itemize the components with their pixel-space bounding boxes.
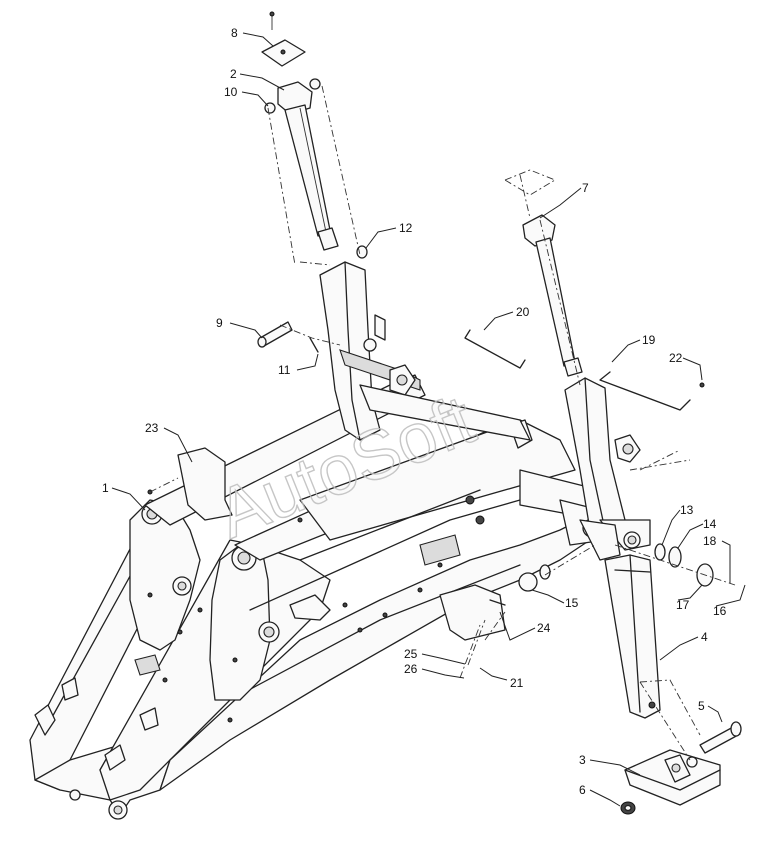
handle-19 — [599, 371, 691, 411]
callout-16: 16 — [713, 604, 727, 618]
lower-leg-tube — [604, 554, 661, 719]
callout-4: 4 — [701, 630, 708, 644]
left-upright-post — [319, 261, 533, 449]
callout-12: 12 — [399, 221, 413, 235]
bolt-22 — [699, 382, 705, 388]
callout-13: 13 — [680, 503, 694, 517]
plate-23 — [147, 447, 233, 521]
leader-lines — [111, 32, 746, 807]
callout-9: 9 — [216, 316, 223, 330]
gas-strut-2 — [264, 78, 339, 251]
callout-8: 8 — [231, 26, 238, 40]
callout-19: 19 — [642, 333, 656, 347]
callout-15: 15 — [565, 596, 579, 610]
callout-6: 6 — [579, 783, 586, 797]
callout-24: 24 — [537, 621, 551, 635]
callout-10: 10 — [224, 85, 238, 99]
cover-plate-24 — [439, 584, 506, 641]
pin-5 — [699, 721, 742, 754]
washer-12 — [356, 245, 368, 259]
callout-11: 11 — [278, 363, 291, 377]
callout-17: 17 — [676, 598, 690, 612]
callout-20: 20 — [516, 305, 530, 319]
nut-6 — [620, 801, 636, 815]
callout-21: 21 — [510, 676, 524, 690]
assembly-lines — [149, 85, 736, 761]
callout-14: 14 — [703, 517, 717, 531]
callout-labels: 8 2 10 12 9 11 20 7 19 22 23 1 13 14 18 … — [102, 26, 727, 797]
base-plate — [624, 749, 721, 806]
callout-23: 23 — [145, 421, 159, 435]
callout-2: 2 — [230, 67, 237, 81]
gas-strut-7 — [503, 169, 583, 377]
callout-26: 26 — [404, 662, 418, 676]
callout-25: 25 — [404, 647, 418, 661]
callout-1: 1 — [102, 481, 109, 495]
pin-9 — [257, 321, 293, 348]
callout-7: 7 — [582, 181, 589, 195]
callout-18: 18 — [703, 534, 717, 548]
callout-22: 22 — [669, 351, 683, 365]
handle-20 — [464, 329, 526, 369]
clip-11 — [309, 337, 319, 353]
right-upright-post — [564, 377, 651, 561]
callout-3: 3 — [579, 753, 586, 767]
callout-5: 5 — [698, 699, 705, 713]
plate-8 — [261, 11, 306, 67]
